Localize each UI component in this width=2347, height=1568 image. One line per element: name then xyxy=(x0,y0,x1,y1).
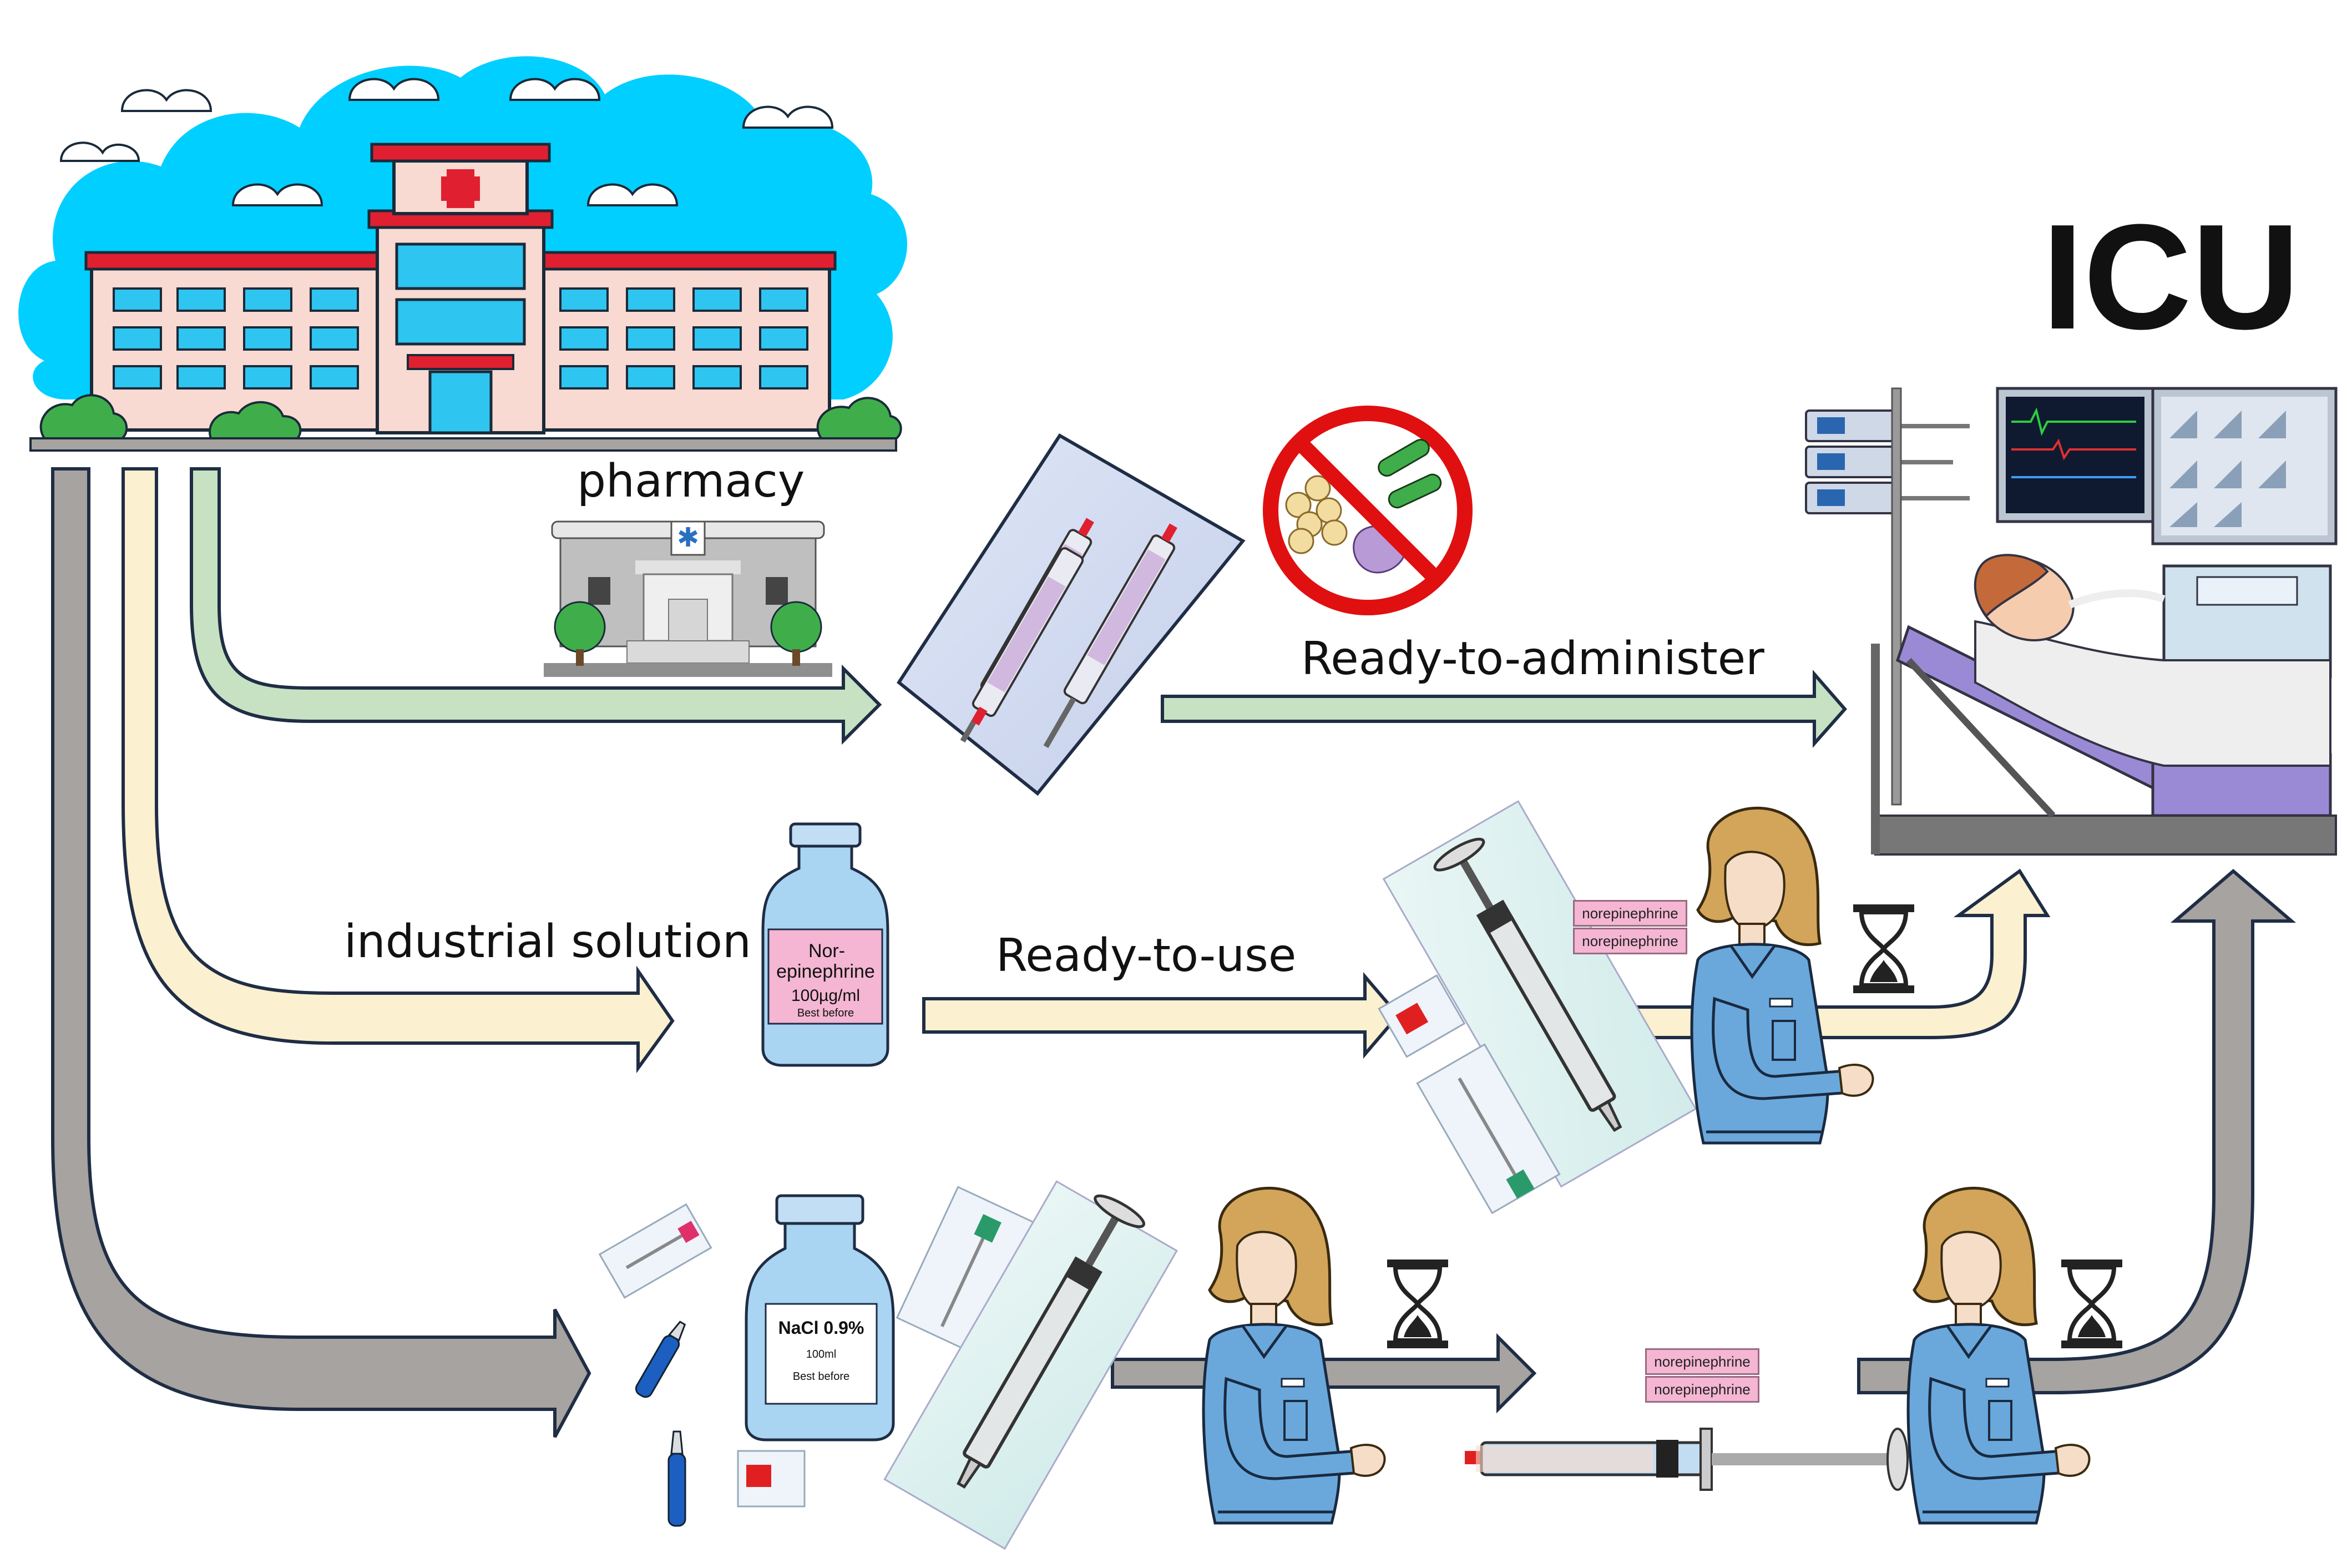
bottle-nacl-line2: 100ml xyxy=(806,1348,837,1360)
gray-arrow-to-mixing xyxy=(51,467,591,1438)
bottle-norepinephrine-line1: Nor- xyxy=(808,940,846,962)
bottle-norepinephrine-line3: 100µg/ml xyxy=(791,987,860,1005)
syringe-label: norepinephrine xyxy=(1573,928,1687,954)
ready-to-administer-arrow xyxy=(1161,670,1847,748)
syringe-label: norepinephrine xyxy=(1573,900,1687,927)
svg-text:✱: ✱ xyxy=(677,522,699,553)
no-contamination-sign xyxy=(1263,406,1473,615)
nurse-bottom-1 xyxy=(1203,1188,1384,1523)
bottle-norepinephrine-line4: Best before xyxy=(797,1007,854,1019)
filled-syringe-bottom xyxy=(1465,1428,1909,1491)
bottle-norepinephrine-line2: epinephrine xyxy=(776,961,875,982)
industrial-solution-label: industrial solution xyxy=(344,915,751,968)
yellow-arrow-to-industrial xyxy=(122,467,675,1074)
ampoules-and-needles xyxy=(598,1180,1178,1550)
hourglass-icon xyxy=(1853,904,1914,993)
hospital-illustration xyxy=(18,56,908,452)
pharmacy-label: pharmacy xyxy=(577,455,805,508)
bottle-nacl-line3: Best before xyxy=(792,1370,850,1383)
ready-to-use-arrow xyxy=(922,972,1400,1059)
ready-to-administer-label: Ready-to-administer xyxy=(1301,633,1764,685)
syringe-label: norepinephrine xyxy=(1645,1376,1759,1403)
nurse-mid xyxy=(1692,808,1873,1143)
bottle-nacl-line1: NaCl 0.9% xyxy=(778,1318,864,1338)
nurse-bottom-2 xyxy=(1908,1188,2089,1523)
prefilled-syringes-bag xyxy=(897,433,1246,796)
nacl-bottle xyxy=(745,1194,895,1441)
ready-to-use-label: Ready-to-use xyxy=(996,929,1297,982)
icu-scene xyxy=(1805,387,2338,856)
hourglass-icon xyxy=(2061,1260,2122,1348)
pharmacy-building: ✱ xyxy=(544,520,832,677)
norepinephrine-bottle xyxy=(761,822,889,1067)
icu-title: ICU xyxy=(2042,194,2300,361)
gray-arrow-to-icu xyxy=(1857,869,2297,1394)
wrapped-syringe-mid xyxy=(1378,800,1697,1215)
hourglass-icon xyxy=(1387,1260,1448,1348)
syringe-label: norepinephrine xyxy=(1645,1348,1759,1375)
green-arrow-to-pharmacy xyxy=(190,467,882,745)
yellow-arrow-to-icu xyxy=(1635,868,2051,1039)
